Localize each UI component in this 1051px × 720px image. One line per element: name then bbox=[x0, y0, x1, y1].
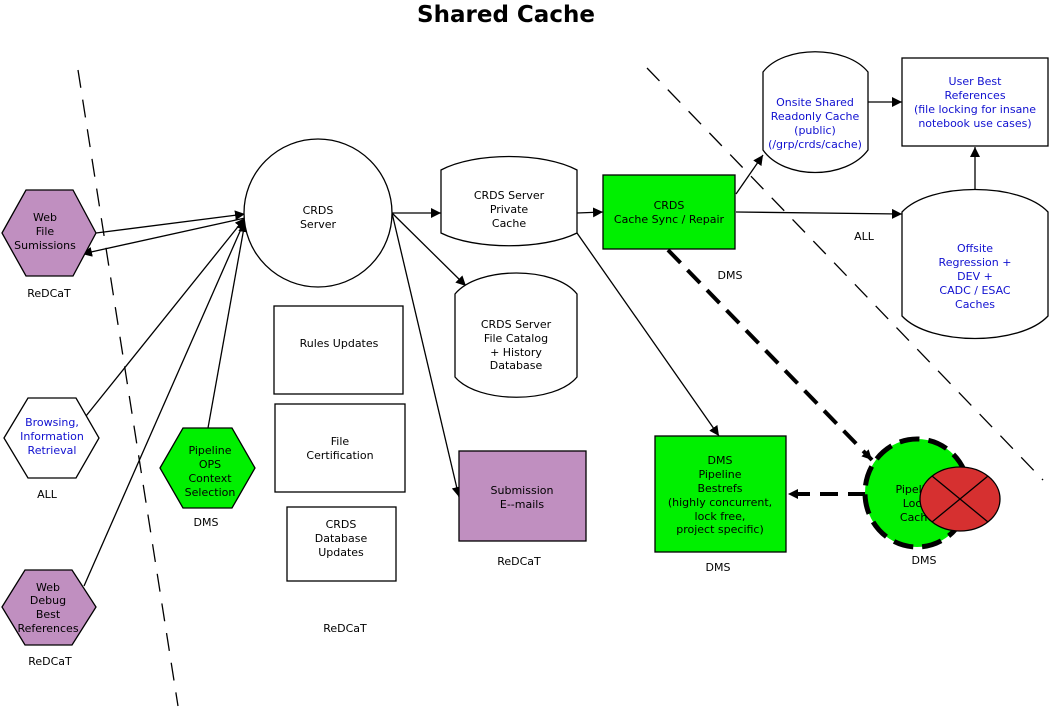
node-rules-updates: Rules Updates bbox=[273, 305, 404, 395]
connector-sync-to-onsite bbox=[735, 154, 764, 195]
browsing-line-2: Information bbox=[20, 430, 84, 443]
bestrefs-line-3: Bestrefs bbox=[697, 482, 742, 495]
crds-server-line-2: Server bbox=[300, 218, 337, 231]
web-debug-line-4: References bbox=[17, 622, 78, 635]
pipeline-local-caption: DMS bbox=[912, 554, 937, 567]
onsite-line-1: Onsite Shared bbox=[776, 96, 854, 109]
node-web-debug: Web Debug Best References bbox=[1, 569, 97, 646]
offsite-line-1: Offsite bbox=[957, 242, 993, 255]
node-web-file-submissions: Web File Sumissions bbox=[1, 189, 97, 277]
submission-emails-line-1: Submission bbox=[491, 484, 554, 497]
submission-emails-caption: ReDCaT bbox=[497, 555, 541, 568]
bestrefs-line-4: (highly concurrent, bbox=[668, 496, 772, 509]
file-catalog-line-3: + History bbox=[490, 346, 542, 359]
file-certification-line-2: Certification bbox=[306, 449, 373, 462]
connector-private-to-bestrefs bbox=[576, 232, 720, 437]
onsite-line-2: Readonly Cache bbox=[771, 110, 860, 123]
bestrefs-line-1: DMS bbox=[708, 454, 733, 467]
x-circle-icon bbox=[919, 466, 1001, 532]
private-cache-line-2: Private bbox=[490, 203, 529, 216]
node-user-best-references: User Best References (file locking for i… bbox=[901, 57, 1049, 147]
left-boundary-line bbox=[77, 69, 179, 707]
web-file-submissions-line-2: File bbox=[36, 225, 55, 238]
web-file-submissions-line-3: Sumissions bbox=[14, 239, 76, 252]
file-catalog-line-1: CRDS Server bbox=[481, 318, 552, 331]
node-private-cache: CRDS Server Private Cache bbox=[440, 155, 578, 247]
file-catalog-line-4: Database bbox=[490, 359, 543, 372]
crds-db-updates-line-2: Database bbox=[315, 532, 368, 545]
submission-emails-line-2: E--mails bbox=[500, 498, 544, 511]
node-file-certification: File Certification bbox=[274, 403, 406, 493]
user-best-line-3: (file locking for insane bbox=[914, 103, 1036, 116]
user-best-line-2: References bbox=[944, 89, 1005, 102]
file-certification-line-1: File bbox=[331, 435, 350, 448]
pipeline-ops-line-4: Selection bbox=[185, 486, 236, 499]
cache-sync-line-2: Cache Sync / Repair bbox=[614, 213, 725, 226]
redcat-group-caption: ReDCaT bbox=[323, 622, 367, 635]
connector-websub-to-server bbox=[95, 210, 246, 234]
user-best-line-1: User Best bbox=[949, 75, 1003, 88]
rules-updates-line-1: Rules Updates bbox=[300, 337, 379, 350]
node-dms-pipeline-bestrefs: DMS Pipeline Bestrefs (highly concurrent… bbox=[654, 435, 787, 553]
crds-server-line-1: CRDS bbox=[303, 204, 334, 217]
browsing-caption: ALL bbox=[37, 488, 58, 501]
user-best-line-4: notebook use cases) bbox=[918, 117, 1031, 130]
connector-sync-to-offsite bbox=[735, 208, 903, 219]
crds-db-updates-line-3: Updates bbox=[318, 546, 364, 559]
node-onsite-shared-cache: Onsite Shared Readonly Cache (public) (/… bbox=[762, 51, 869, 174]
offsite-line-2: Regression + bbox=[939, 256, 1012, 269]
web-debug-caption: ReDCaT bbox=[28, 655, 72, 668]
bestrefs-caption: DMS bbox=[706, 561, 731, 574]
browsing-line-1: Browsing, bbox=[25, 416, 79, 429]
node-submission-emails: Submission E--mails bbox=[458, 450, 587, 542]
web-debug-line-1: Web bbox=[36, 581, 60, 594]
connector-sync-to-pipelinelocal-dashed bbox=[666, 248, 874, 462]
connector-pipelineops-to-server bbox=[207, 221, 249, 429]
crds-db-updates-line-1: CRDS bbox=[326, 518, 357, 531]
offsite-line-3: DEV + bbox=[957, 270, 993, 283]
pipeline-ops-line-2: OPS bbox=[199, 458, 221, 471]
bestrefs-line-6: project specific) bbox=[676, 523, 764, 536]
node-file-catalog: CRDS Server File Catalog + History Datab… bbox=[454, 272, 578, 398]
offsite-line-4: CADC / ESAC bbox=[939, 284, 1011, 297]
web-debug-line-3: Best bbox=[36, 608, 61, 621]
diagram-title: Shared Cache bbox=[417, 2, 595, 28]
onsite-line-4: (/grp/crds/cache) bbox=[768, 138, 862, 151]
connector-server-to-websub bbox=[81, 217, 246, 257]
private-cache-line-1: CRDS Server bbox=[474, 189, 545, 202]
connector-server-to-emails bbox=[391, 212, 462, 498]
connector-browsing-to-server bbox=[85, 217, 246, 417]
node-cache-sync: CRDS Cache Sync / Repair bbox=[602, 174, 736, 250]
node-browsing: Browsing, Information Retrieval bbox=[3, 397, 100, 479]
bestrefs-line-5: lock free, bbox=[695, 510, 746, 523]
cache-sync-line-1: CRDS bbox=[654, 199, 685, 212]
pipeline-ops-caption: DMS bbox=[194, 516, 219, 529]
browsing-line-3: Retrieval bbox=[28, 444, 77, 457]
file-catalog-line-2: File Catalog bbox=[484, 332, 548, 345]
node-offsite-regression: Offsite Regression + DEV + CADC / ESAC C… bbox=[901, 188, 1049, 340]
node-crds-server: CRDS Server bbox=[243, 138, 393, 288]
web-file-submissions-caption: ReDCaT bbox=[27, 287, 71, 300]
connector-webdebug-to-server bbox=[83, 219, 246, 587]
pipeline-ops-line-1: Pipeline bbox=[188, 444, 231, 457]
bestrefs-line-2: Pipeline bbox=[698, 468, 741, 481]
node-crds-database-updates: CRDS Database Updates bbox=[286, 506, 397, 582]
web-debug-line-2: Debug bbox=[30, 594, 66, 607]
connector-server-to-catalog bbox=[391, 212, 467, 287]
connector-private-to-sync bbox=[576, 207, 604, 218]
offsite-line-5: Caches bbox=[955, 298, 995, 311]
offsite-all-label: ALL bbox=[854, 230, 875, 243]
pipeline-ops-line-3: Context bbox=[188, 472, 232, 485]
right-boundary-line bbox=[646, 67, 1044, 481]
web-file-submissions-line-1: Web bbox=[33, 211, 57, 224]
cache-sync-caption: DMS bbox=[718, 269, 743, 282]
node-pipeline-ops: Pipeline OPS Context Selection bbox=[159, 427, 256, 509]
onsite-line-3: (public) bbox=[794, 124, 836, 137]
private-cache-line-3: Cache bbox=[492, 217, 526, 230]
